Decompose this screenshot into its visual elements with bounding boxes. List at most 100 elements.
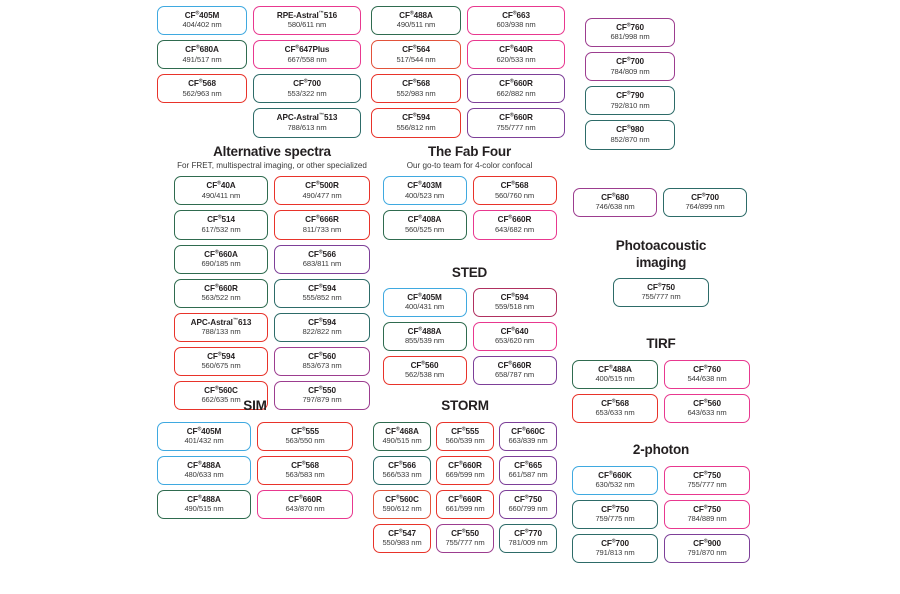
registered-symbol: ® [214, 282, 219, 289]
dye-name: CF®488A [187, 459, 221, 470]
dye-spectra-values: 580/611 nm [287, 20, 327, 30]
dye-spectra-values: 784/889 nm [687, 514, 727, 524]
dye-name: CF®663 [502, 10, 530, 20]
dye-spectra-values: 660/799 nm [508, 504, 548, 514]
trademark-symbol: ™ [232, 317, 238, 324]
group-title: TIRF [646, 336, 676, 351]
group-title-line2: imaging [635, 254, 687, 270]
dye-spectra-values: 653/633 nm [595, 408, 635, 418]
dye-spectra-values: 663/839 nm [508, 435, 548, 445]
group-title: STED [451, 265, 488, 280]
dye-name: CF®500R [305, 180, 339, 191]
registered-symbol: ® [626, 22, 631, 29]
dye-name: CF®550 [308, 385, 336, 396]
registered-symbol: ® [318, 248, 323, 255]
dye-spectra-values: 855/539 nm [404, 336, 445, 346]
dye-name: CF®700 [691, 192, 719, 202]
registered-symbol: ® [412, 78, 417, 85]
dye-name: CF®900 [693, 538, 721, 548]
dye-spectra-values: 853/673 nm [302, 361, 342, 371]
dye-spectra-values: 681/998 nm [610, 32, 650, 42]
registered-symbol: ® [217, 180, 221, 187]
dye-name: RPE-Astral™516 [276, 10, 338, 20]
